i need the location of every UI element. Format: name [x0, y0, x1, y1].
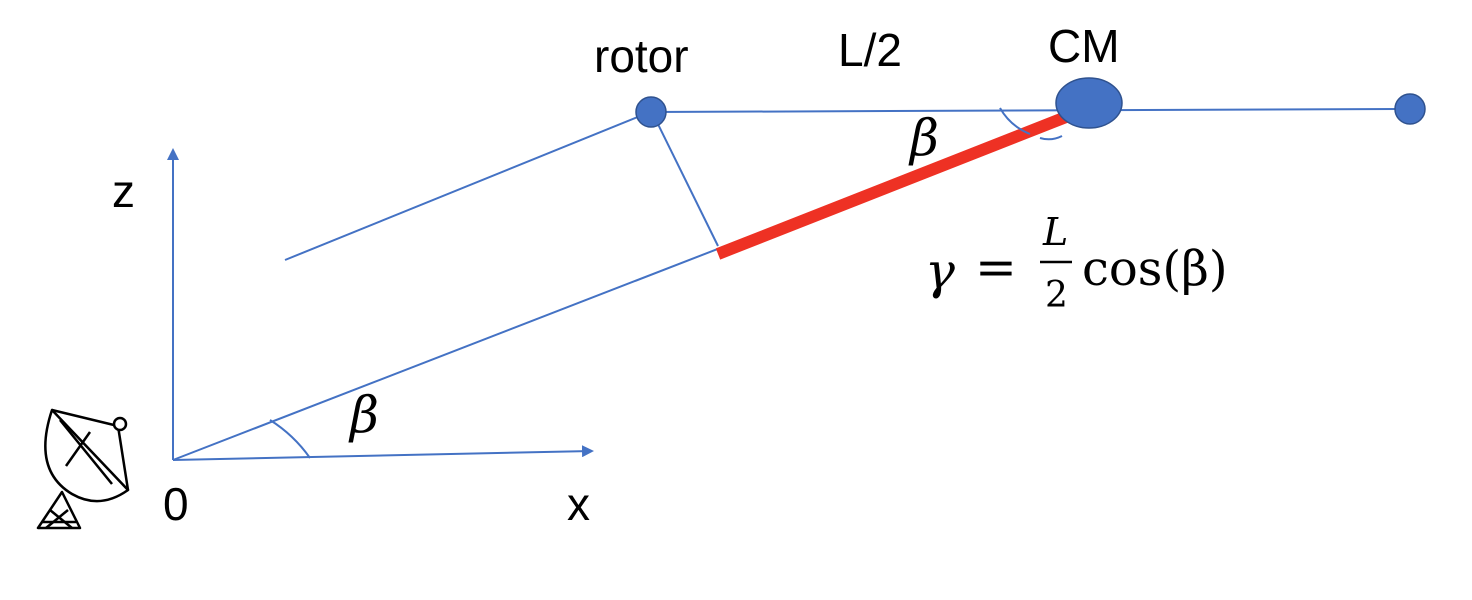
beta-label-top: β	[908, 109, 939, 167]
formula-equals: =	[975, 238, 1017, 296]
rotor-node	[635, 96, 667, 128]
perpendicular-line	[651, 111, 719, 247]
beta-arc-top-inner	[1039, 135, 1063, 141]
origin-label: 0	[163, 478, 189, 530]
center-of-mass-label: CM	[1048, 20, 1120, 72]
rotor-sightline	[284, 111, 651, 261]
end-node	[1394, 93, 1426, 125]
formula-denominator: 2	[1045, 275, 1068, 316]
beta-arc-bottom	[269, 419, 311, 459]
beta-arc-top	[999, 107, 1031, 135]
formula-function: cos(β)	[1082, 241, 1228, 297]
projection-segment	[715, 111, 1069, 260]
x-axis-label: x	[567, 478, 590, 530]
beta-label-bottom: β	[348, 386, 379, 444]
x-axis	[172, 445, 594, 461]
rotor-label: rotor	[594, 30, 689, 82]
formula: γ = L 2 cos(β)	[925, 210, 1228, 316]
center-of-mass-node	[1055, 77, 1123, 129]
z-axis-label: z	[112, 165, 135, 217]
half-length-label: L/2	[838, 24, 902, 76]
formula-numerator: L	[1042, 210, 1068, 254]
formula-lhs: γ	[925, 242, 955, 300]
rod-line	[651, 108, 1411, 113]
satellite-dish-icon	[36, 408, 130, 530]
